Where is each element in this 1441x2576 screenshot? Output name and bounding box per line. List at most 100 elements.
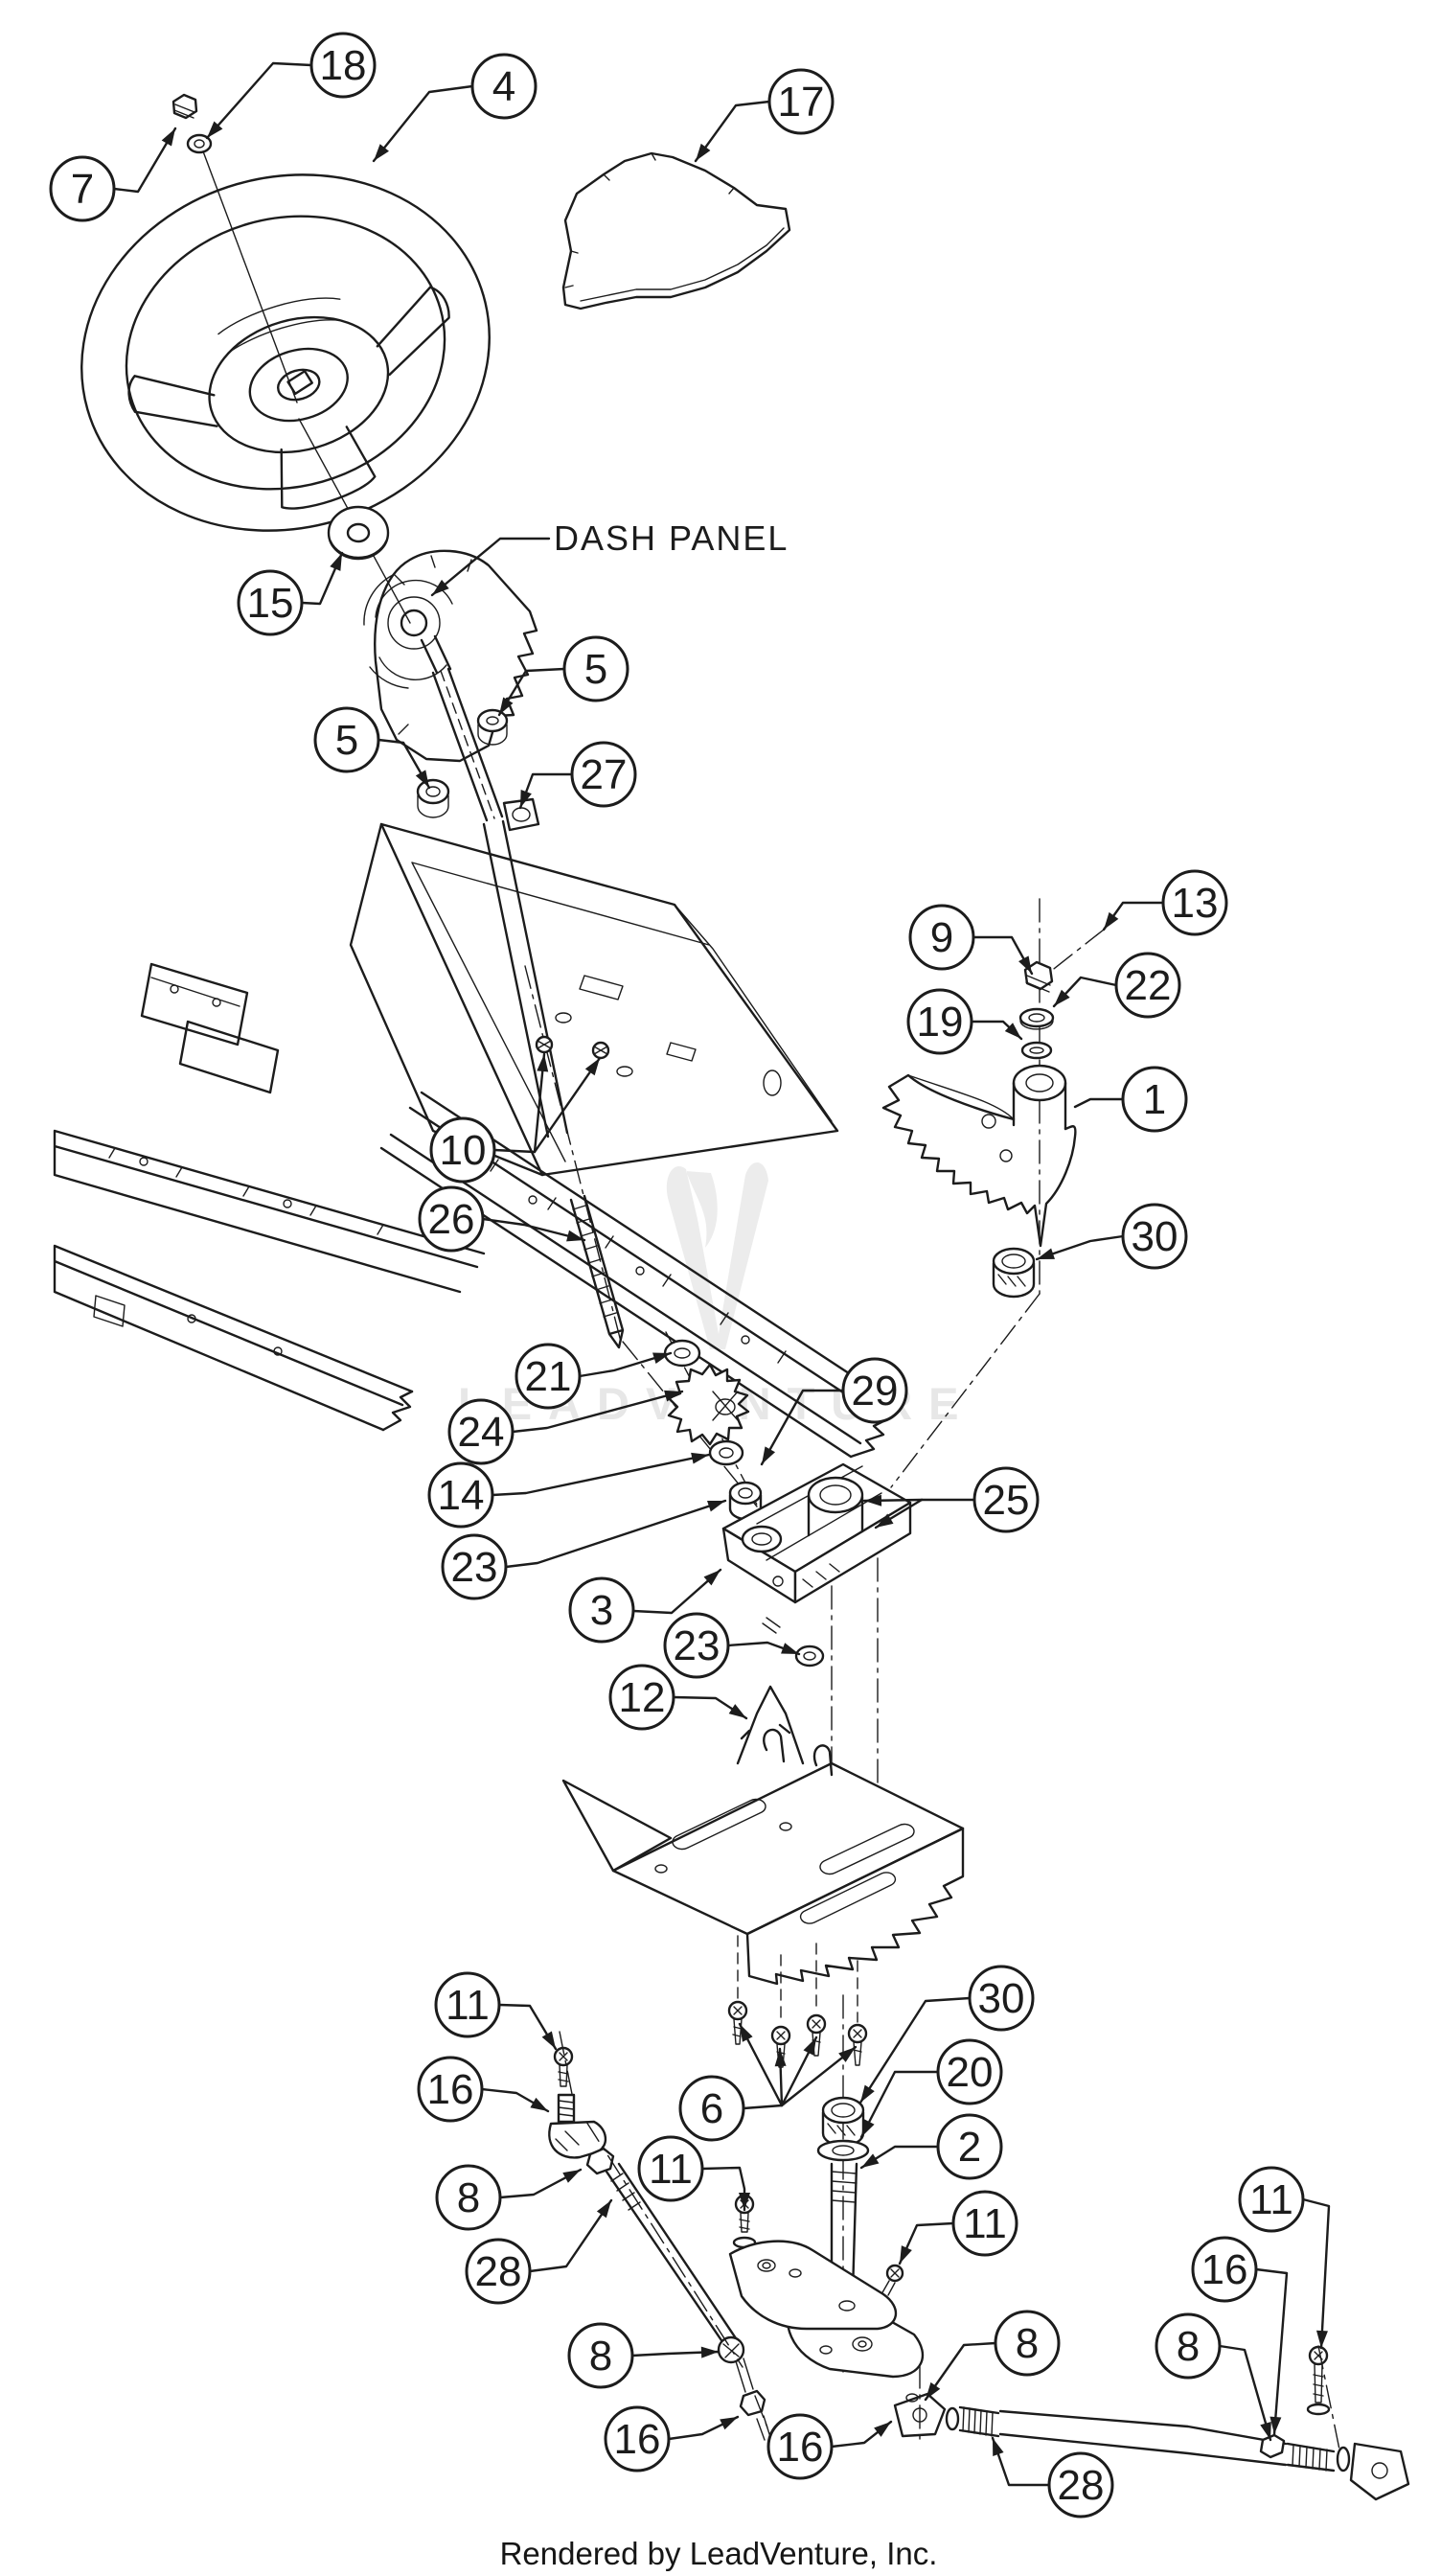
callout-balloon-23[interactable]: 23: [663, 1612, 730, 1679]
callout-balloon-14[interactable]: 14: [427, 1461, 494, 1529]
balloon-circle[interactable]: [434, 1971, 501, 2038]
callout-balloon-4[interactable]: 4: [470, 53, 538, 120]
balloon-circle[interactable]: [1191, 2236, 1258, 2303]
leader-arrow-icon: [720, 2417, 738, 2430]
balloon-circle[interactable]: [637, 2135, 704, 2202]
balloon-circle[interactable]: [309, 32, 377, 99]
balloon-circle[interactable]: [570, 741, 637, 808]
balloon-circle[interactable]: [1114, 952, 1181, 1019]
callout-balloon-10[interactable]: 10: [429, 1116, 496, 1184]
balloon-circle[interactable]: [1161, 869, 1228, 936]
callout-balloon-28[interactable]: 28: [465, 2238, 532, 2305]
callout-balloon-20[interactable]: 20: [936, 2038, 1003, 2105]
balloon-circle[interactable]: [435, 2164, 502, 2231]
callout-balloon-1[interactable]: 1: [1121, 1066, 1188, 1133]
callout-balloon-28[interactable]: 28: [1047, 2451, 1114, 2518]
callout-balloon-8[interactable]: 8: [1155, 2312, 1222, 2380]
callout-balloon-12[interactable]: 12: [608, 1664, 675, 1731]
leader-arrow-icon: [432, 579, 449, 595]
balloon-circle[interactable]: [608, 1664, 675, 1731]
balloon-circle[interactable]: [604, 2405, 671, 2472]
balloon-circle[interactable]: [968, 1965, 1035, 2032]
callout-balloon-3[interactable]: 3: [568, 1576, 635, 1644]
leader-line: [533, 1056, 602, 1154]
callout-balloon-5[interactable]: 5: [313, 706, 380, 773]
balloon-circle[interactable]: [567, 2322, 634, 2389]
balloon-circle[interactable]: [427, 1461, 494, 1529]
balloon-circle[interactable]: [767, 68, 835, 135]
callout-balloon-25[interactable]: 25: [972, 1466, 1040, 1533]
callout-balloon-6[interactable]: 6: [678, 2075, 745, 2142]
balloon-circle[interactable]: [936, 2113, 1003, 2180]
balloon-circle[interactable]: [1121, 1066, 1188, 1133]
callout-balloon-16[interactable]: 16: [604, 2405, 671, 2472]
callout-balloon-18[interactable]: 18: [309, 32, 377, 99]
callout-balloon-19[interactable]: 19: [906, 988, 973, 1055]
callout-balloon-8[interactable]: 8: [994, 2310, 1061, 2377]
callout-balloon-11[interactable]: 11: [434, 1971, 501, 2038]
callout-balloon-16[interactable]: 16: [1191, 2236, 1258, 2303]
balloon-circle[interactable]: [441, 1533, 508, 1600]
callout-balloon-17[interactable]: 17: [767, 68, 835, 135]
balloon-circle[interactable]: [49, 155, 116, 222]
leader-line: [300, 551, 344, 606]
balloon-circle[interactable]: [418, 1185, 485, 1253]
balloon-number: 13: [1172, 880, 1219, 927]
balloon-circle[interactable]: [429, 1116, 496, 1184]
balloon-circle[interactable]: [562, 635, 629, 702]
balloon-circle[interactable]: [678, 2075, 745, 2142]
leader-line: [1218, 2344, 1272, 2442]
balloon-circle[interactable]: [908, 904, 975, 971]
callout-balloon-8[interactable]: 8: [567, 2322, 634, 2389]
balloon-circle[interactable]: [951, 2190, 1018, 2257]
balloon-circle[interactable]: [237, 569, 304, 636]
balloon-circle[interactable]: [470, 53, 538, 120]
callout-balloon-21[interactable]: 21: [515, 1343, 582, 1410]
leader-arrow-icon: [774, 2049, 787, 2067]
callout-balloon-27[interactable]: 27: [570, 741, 637, 808]
balloon-circle[interactable]: [994, 2310, 1061, 2377]
callout-balloon-8[interactable]: 8: [435, 2164, 502, 2231]
leader-arrow-icon: [781, 1643, 799, 1654]
balloon-circle[interactable]: [417, 2056, 484, 2123]
callout-balloon-30[interactable]: 30: [968, 1965, 1035, 2032]
steering-column: [416, 634, 758, 1507]
balloon-circle[interactable]: [663, 1612, 730, 1679]
callout-balloon-11[interactable]: 11: [951, 2190, 1018, 2257]
leader-line: [1254, 2267, 1289, 2436]
balloon-circle[interactable]: [465, 2238, 532, 2305]
callout-balloon-2[interactable]: 2: [936, 2113, 1003, 2180]
balloon-circle[interactable]: [841, 1357, 908, 1424]
balloon-circle[interactable]: [1238, 2166, 1305, 2233]
callout-balloon-15[interactable]: 15: [237, 569, 304, 636]
dash-panel-label: DASH PANEL: [554, 518, 789, 558]
callout-balloon-16[interactable]: 16: [417, 2056, 484, 2123]
balloon-circle[interactable]: [766, 2413, 834, 2480]
leader-line: [924, 2341, 997, 2402]
balloon-circle[interactable]: [313, 706, 380, 773]
callout-balloon-26[interactable]: 26: [418, 1185, 485, 1253]
callout-balloon-11[interactable]: 11: [1238, 2166, 1305, 2233]
callout-balloon-29[interactable]: 29: [841, 1357, 908, 1424]
balloon-circle[interactable]: [568, 1576, 635, 1644]
callout-balloon-11[interactable]: 11: [637, 2135, 704, 2202]
callout-balloon-7[interactable]: 7: [49, 155, 116, 222]
callout-balloon-16[interactable]: 16: [766, 2413, 834, 2480]
balloon-circle[interactable]: [515, 1343, 582, 1410]
leader-arrow-icon: [703, 1570, 720, 1586]
balloon-circle[interactable]: [936, 2038, 1003, 2105]
balloon-circle[interactable]: [906, 988, 973, 1055]
balloon-circle[interactable]: [1121, 1203, 1188, 1270]
callout-balloon-22[interactable]: 22: [1114, 952, 1181, 1019]
callout-balloon-13[interactable]: 13: [1161, 869, 1228, 936]
callout-balloon-30[interactable]: 30: [1121, 1203, 1188, 1270]
callout-balloon-5[interactable]: 5: [562, 635, 629, 702]
callout-balloon-23[interactable]: 23: [441, 1533, 508, 1600]
balloon-circle[interactable]: [972, 1466, 1040, 1533]
balloon-circle[interactable]: [1047, 2451, 1114, 2518]
balloon-circle[interactable]: [1155, 2312, 1222, 2380]
callout-balloon-9[interactable]: 9: [908, 904, 975, 971]
balloon-number: 30: [978, 1975, 1025, 2022]
callout-balloon-24[interactable]: 24: [447, 1398, 515, 1465]
balloon-circle[interactable]: [447, 1398, 515, 1465]
